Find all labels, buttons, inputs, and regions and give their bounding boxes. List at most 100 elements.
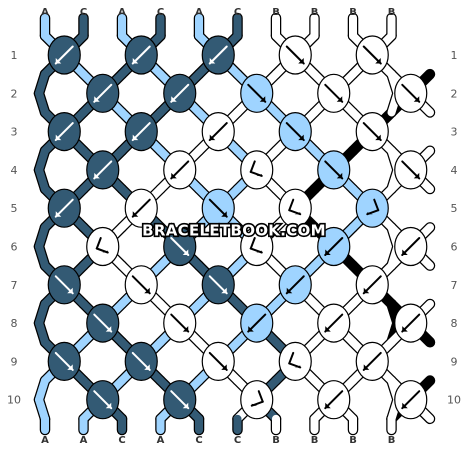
- arrow-icon: [95, 237, 109, 254]
- knot-body: [278, 188, 312, 228]
- arrow-icon: [54, 351, 74, 371]
- arrow-icon: [93, 160, 113, 180]
- top-string-label: C: [234, 7, 241, 18]
- arrow-icon: [249, 237, 263, 254]
- arrow-icon: [93, 390, 113, 410]
- knot-r5-4: [278, 188, 312, 228]
- knot-r6-3: [240, 226, 274, 267]
- bottom-string-label: A: [157, 435, 165, 446]
- knot-r2-1: [86, 73, 120, 113]
- knot-r4-4: [317, 150, 351, 190]
- arrow-icon: [285, 45, 305, 65]
- arrow-icon: [54, 45, 74, 65]
- knot-layer: [47, 35, 428, 420]
- bottom-string-label: A: [80, 435, 88, 446]
- top-string-label: B: [349, 7, 357, 18]
- arrow-icon: [401, 83, 421, 103]
- knot-body: [278, 341, 312, 381]
- arrow-icon: [208, 351, 228, 371]
- row-number-left: 9: [11, 355, 18, 368]
- knot-r10-1: [86, 380, 120, 420]
- knot-r5-2: [124, 188, 158, 228]
- row-number-left: 5: [11, 202, 18, 215]
- arrow-icon: [93, 313, 113, 333]
- row-number-right: 7: [451, 279, 458, 292]
- arrow-icon: [324, 390, 344, 410]
- knot-r9-4: [278, 341, 312, 381]
- knot-r8-2: [163, 303, 197, 343]
- knot-r3-3: [201, 112, 235, 152]
- knot-r3-2: [124, 112, 158, 152]
- knot-r7-1: [47, 265, 81, 305]
- bottom-string-label: C: [195, 435, 202, 446]
- arrow-icon: [324, 237, 344, 256]
- knot-r2-4: [317, 73, 351, 113]
- arrow-icon: [324, 313, 344, 333]
- top-string-label: C: [157, 7, 164, 18]
- knot-r1-2: [124, 35, 158, 75]
- arrow-icon: [247, 313, 267, 333]
- knot-r9-5: [355, 341, 389, 381]
- row-number-left: 8: [11, 317, 18, 330]
- arrow-icon: [285, 122, 305, 142]
- arrow-icon: [170, 160, 190, 180]
- arrow-icon: [250, 390, 264, 407]
- knot-r5-5: [355, 188, 389, 228]
- knot-r1-3: [201, 35, 235, 75]
- knot-r3-1: [47, 112, 81, 152]
- arrow-icon: [131, 45, 151, 65]
- row-number-right: 4: [451, 164, 458, 177]
- knot-r10-3: [240, 380, 274, 420]
- knot-r2-3: [240, 73, 274, 113]
- knot-r9-1: [47, 341, 81, 381]
- knot-r2-5: [394, 73, 428, 113]
- knot-r3-5: [355, 112, 389, 152]
- arrow-icon: [208, 275, 228, 295]
- knot-r8-1: [86, 303, 120, 343]
- knot-r4-2: [163, 150, 197, 190]
- top-string-label: C: [80, 7, 87, 18]
- arrow-icon: [170, 83, 190, 103]
- row-number-right: 2: [451, 87, 458, 100]
- knot-r8-3: [240, 303, 274, 343]
- knot-r2-2: [163, 73, 197, 113]
- arrow-icon: [170, 313, 190, 333]
- arrow-icon: [249, 160, 263, 177]
- arrow-icon: [362, 351, 382, 371]
- arrow-icon: [131, 198, 151, 218]
- top-string-label: A: [118, 7, 126, 18]
- arrow-icon: [401, 313, 421, 333]
- row-number-left: 2: [11, 87, 18, 100]
- row-number-right: 6: [451, 241, 458, 254]
- arrow-icon: [247, 83, 267, 103]
- knot-body: [240, 150, 274, 190]
- arrow-icon: [401, 237, 421, 256]
- knot-r6-4: [317, 226, 351, 267]
- knot-r1-1: [47, 35, 81, 75]
- knot-r6-2: [163, 226, 197, 267]
- arrow-icon: [54, 275, 74, 295]
- knot-r10-4: [317, 380, 351, 420]
- bottom-string-label: A: [41, 435, 49, 446]
- knot-r1-5: [355, 35, 389, 75]
- knot-r8-4: [317, 303, 351, 343]
- knot-body: [240, 226, 274, 267]
- arrow-icon: [362, 275, 382, 295]
- arrow-icon: [170, 237, 190, 256]
- knot-r5-3: [201, 188, 235, 228]
- knot-r10-5: [394, 380, 428, 420]
- arrow-icon: [131, 275, 151, 295]
- bottom-string-label: C: [118, 435, 125, 446]
- arrow-icon: [54, 198, 74, 218]
- arrow-icon: [54, 122, 74, 142]
- bottom-string-label: B: [388, 435, 396, 446]
- bottom-string-label: B: [349, 435, 357, 446]
- arrow-icon: [288, 198, 302, 216]
- knot-r6-5: [394, 226, 428, 267]
- arrow-icon: [208, 122, 228, 142]
- watermark: BRACELETBOOK.COM: [142, 222, 326, 240]
- arrow-icon: [324, 160, 344, 180]
- arrow-icon: [362, 45, 382, 65]
